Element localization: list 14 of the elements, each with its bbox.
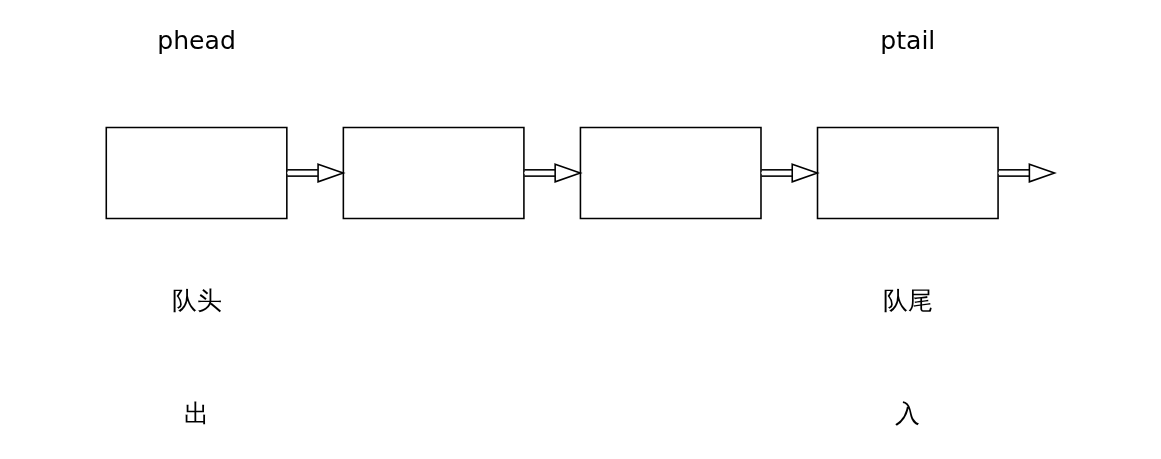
node-box (579, 126, 762, 220)
node-label: 出 (183, 399, 209, 429)
node-label: 入 (894, 399, 920, 429)
arrow (523, 163, 583, 183)
node-box (816, 126, 999, 220)
arrow (760, 163, 820, 183)
node-box (342, 126, 525, 220)
node-label: 队尾 (882, 286, 933, 316)
node-label: ptail (879, 25, 935, 55)
node-box (105, 126, 288, 220)
node-label: phead (156, 25, 236, 55)
arrow (285, 163, 346, 183)
arrow (997, 163, 1057, 183)
node-label: 队头 (171, 286, 222, 316)
